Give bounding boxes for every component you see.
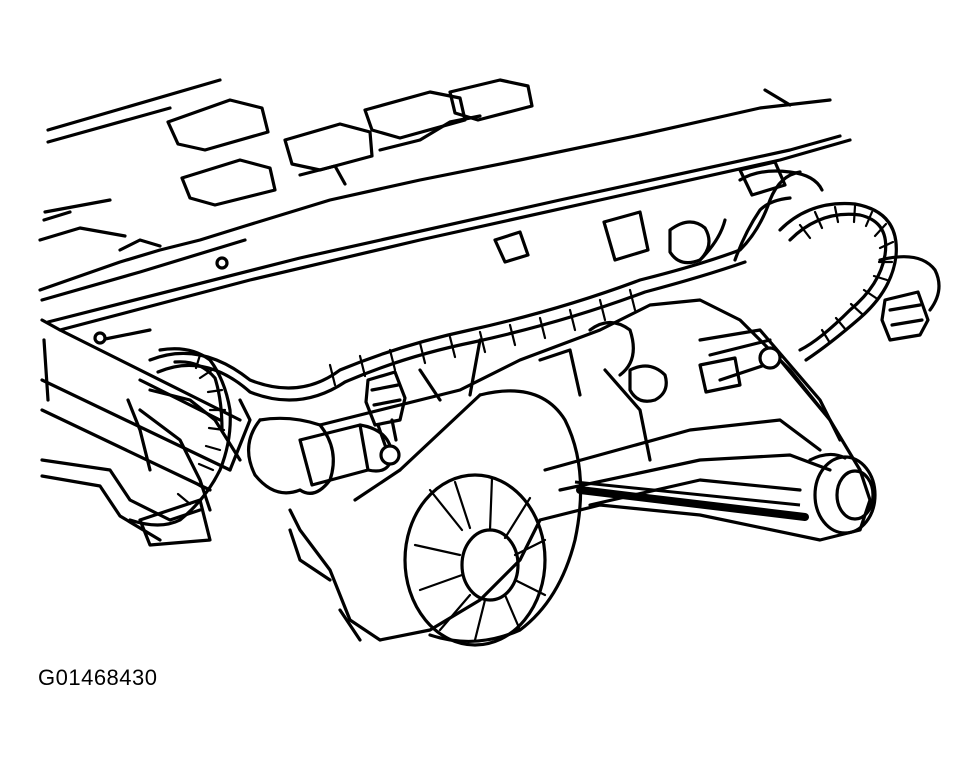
wiring-harness — [128, 169, 941, 527]
harness-clips — [493, 160, 787, 403]
floor-pan — [38, 78, 842, 324]
bolts — [93, 256, 782, 466]
figure-id-label: G01468430 — [38, 665, 158, 690]
connector-right — [880, 290, 930, 342]
frame-rail — [40, 88, 852, 547]
transfer-case — [247, 298, 877, 647]
crossmember-bracket — [40, 388, 242, 542]
